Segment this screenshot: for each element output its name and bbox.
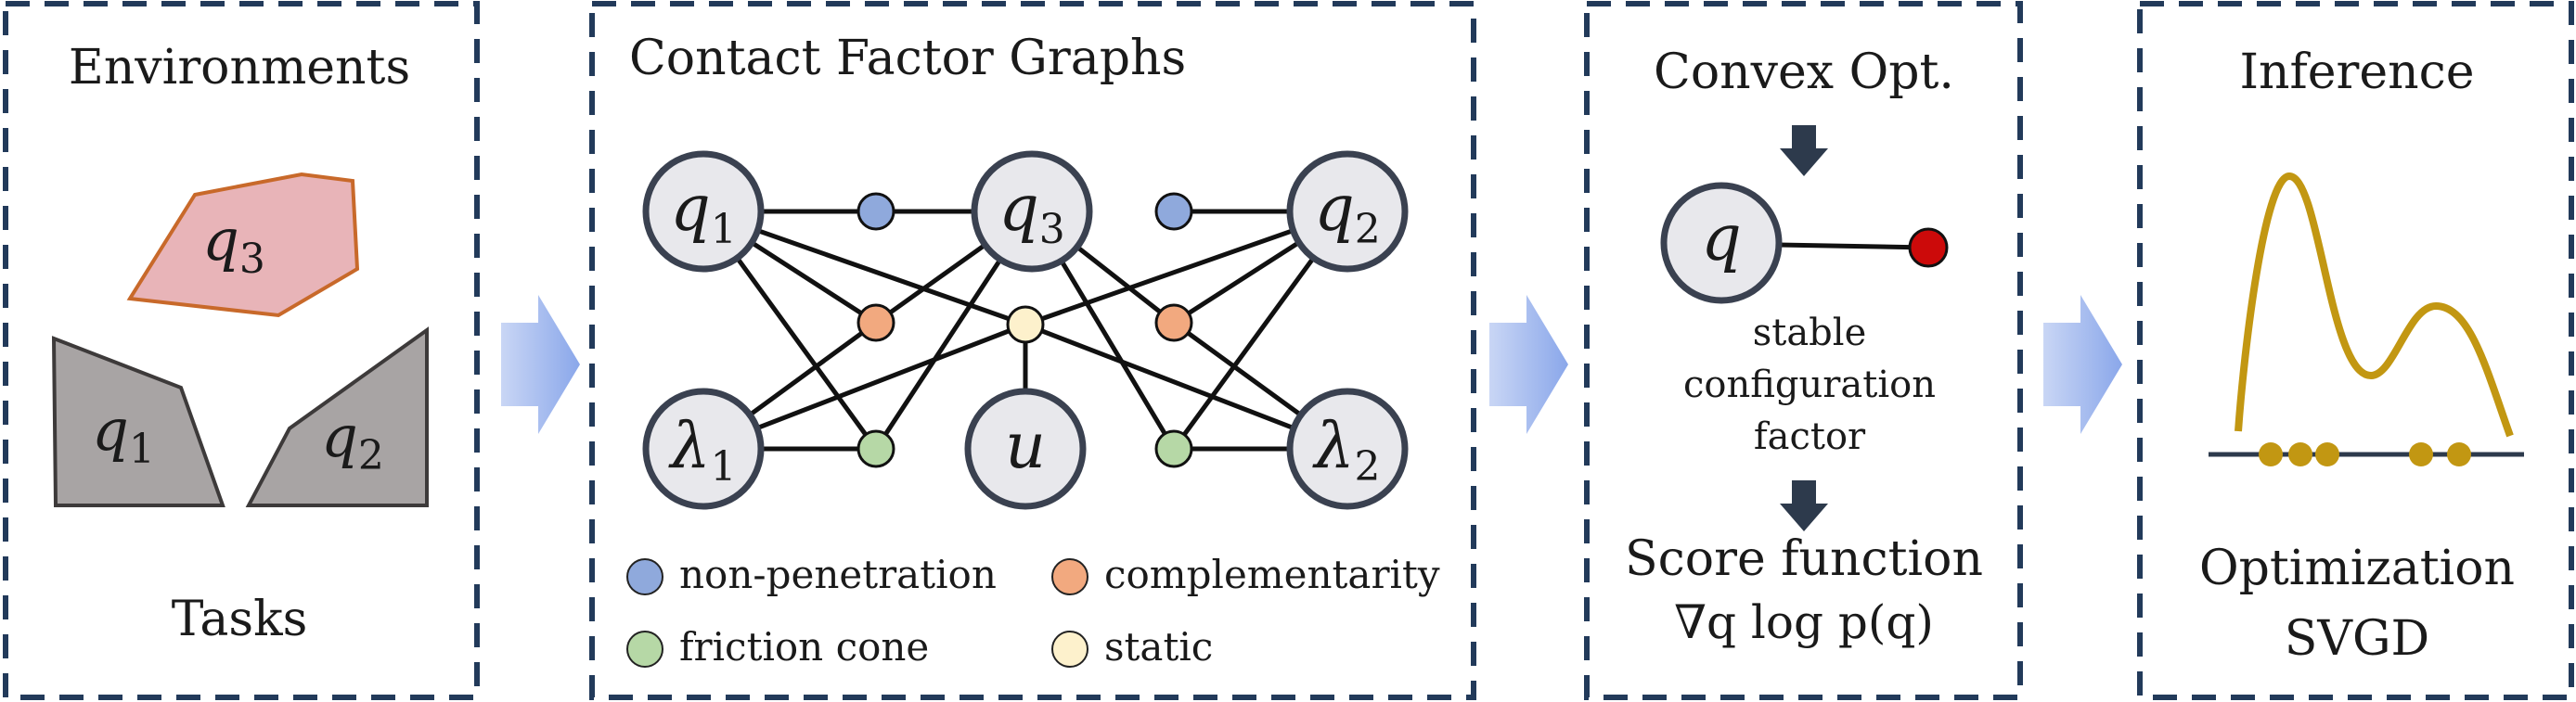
svg-text:λ1: λ1 [667, 410, 736, 491]
factor-graphs-border [589, 1, 1476, 700]
particle [2288, 442, 2312, 466]
convex-panel: Convex Opt. q stable configuration facto… [1584, 1, 2023, 700]
flow-arrow-icon [2043, 295, 2122, 434]
svg-text:q2: q2 [1314, 172, 1381, 253]
q1-shape [51, 336, 225, 507]
svg-text:friction cone: friction cone [679, 624, 929, 670]
factor-nodes [857, 192, 1193, 468]
legend-complementarity: complementarity [1051, 552, 1440, 597]
particles [2259, 442, 2471, 466]
node-lambda1: λ1 [642, 388, 765, 510]
flow-arrow-icon [501, 295, 580, 434]
legend-friction-cone: friction cone [626, 624, 929, 670]
stable-factor-dot [1908, 227, 1949, 268]
legend: non-penetration complementarity friction… [626, 552, 1440, 670]
factor-friction-cone-1 [857, 429, 895, 468]
density-curve [2235, 172, 2514, 438]
convex-title: Convex Opt. [1654, 45, 1954, 100]
score-function-formula: ∇q log p(q) [1674, 595, 1934, 649]
factor-caption-1: stable [1753, 312, 1867, 354]
node-q1: q1 [642, 150, 765, 273]
down-arrow-icon [1780, 480, 1828, 531]
factor-graphs-panel: Contact Factor Graphs [589, 1, 1476, 700]
svg-text:λ2: λ2 [1311, 410, 1380, 491]
node-lambda2: λ2 [1286, 388, 1409, 510]
particle [2315, 442, 2339, 466]
environments-footer: Tasks [172, 592, 308, 647]
svg-text:complementarity: complementarity [1104, 552, 1440, 597]
q1-shape-label: q1 [92, 396, 155, 473]
legend-static: static [1051, 624, 1213, 670]
factor-complementarity-2 [1154, 303, 1193, 342]
svg-text:q1: q1 [670, 172, 737, 253]
node-u: u [964, 388, 1087, 510]
factor-friction-cone-2 [1154, 429, 1193, 468]
inference-border [2137, 1, 2574, 700]
factor-non-penetration-1 [857, 192, 895, 231]
q2-shape [245, 326, 429, 507]
svg-text:q3: q3 [998, 172, 1065, 253]
inference-title: Inference [2239, 45, 2474, 100]
node-q3: q3 [971, 150, 1093, 273]
inference-panel: Inference Optimization SVGD [2137, 1, 2574, 700]
inference-caption-2: SVGD [2285, 611, 2429, 667]
svg-text:non-penetration: non-penetration [679, 552, 997, 597]
stable-config-node: q [1660, 182, 1949, 304]
svg-text:static: static [1104, 624, 1213, 670]
factor-caption-2: configuration [1683, 364, 1936, 406]
q3-shape [126, 172, 360, 318]
factor-graphs-title: Contact Factor Graphs [629, 31, 1186, 86]
particle [2409, 442, 2433, 466]
particle [2447, 442, 2471, 466]
q2-shape-label: q2 [321, 402, 384, 479]
particle [2259, 442, 2283, 466]
factor-caption-3: factor [1754, 415, 1866, 458]
convex-border [1584, 1, 2023, 700]
down-arrow-icon [1780, 125, 1828, 176]
inference-caption-1: Optimization [2199, 541, 2515, 596]
environments-panel: Environments q3 q1 q2 Tasks [3, 1, 480, 700]
environments-border [3, 1, 480, 700]
q3-shape-label: q3 [202, 206, 265, 283]
flow-arrow-icon [1489, 295, 1568, 434]
svg-text:q: q [1701, 202, 1742, 275]
legend-non-penetration: non-penetration [626, 552, 997, 597]
svg-text:u: u [1005, 410, 1046, 483]
factor-complementarity-1 [857, 303, 895, 342]
score-function-title: Score function [1625, 531, 1983, 587]
factor-non-penetration-2 [1154, 192, 1193, 231]
environments-title: Environments [69, 40, 410, 96]
factor-static [1006, 305, 1045, 344]
node-q2: q2 [1286, 150, 1409, 273]
